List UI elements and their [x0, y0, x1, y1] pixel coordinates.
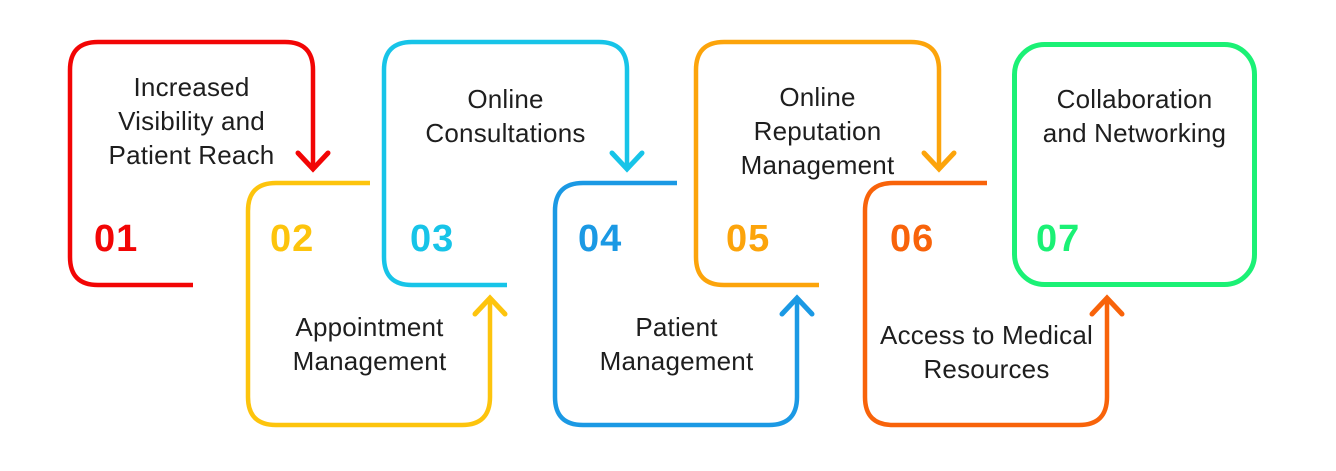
- label-line: Access to Medical: [880, 320, 1093, 350]
- arrow-up-icon: [779, 294, 815, 317]
- step-03-number: 03: [410, 218, 455, 260]
- label-line: Patient: [635, 312, 718, 342]
- step-04-box-path: [552, 180, 800, 428]
- step-04-outline: [552, 180, 815, 428]
- label-line: Online: [779, 82, 856, 112]
- label-line: Online: [467, 84, 544, 114]
- label-line: Management: [740, 150, 895, 180]
- step-06-box-path: [862, 180, 1110, 428]
- arrow-up-icon: [1089, 294, 1125, 317]
- step-05-outline: [693, 39, 957, 288]
- step-01-label: Increased Visibility and Patient Reach: [70, 70, 313, 172]
- step-03-box-path: [381, 39, 630, 288]
- label-line: Management: [292, 346, 447, 376]
- step-07-outline: [1012, 42, 1257, 287]
- step-05-number: 05: [726, 218, 771, 260]
- step-03-outline: [381, 39, 645, 288]
- arrow-down-icon: [609, 150, 645, 173]
- step-07-number: 07: [1036, 218, 1081, 260]
- arrow-down-icon: [921, 150, 957, 173]
- label-line: Patient Reach: [108, 140, 275, 170]
- step-01-box-path: [67, 39, 316, 288]
- step-01-outline: [67, 39, 331, 288]
- label-line: Management: [599, 346, 754, 376]
- step-05-label: Online Reputation Management: [696, 80, 939, 182]
- step-06-outline: [862, 180, 1125, 428]
- step-04-number: 04: [578, 218, 623, 260]
- label-line: Appointment: [295, 312, 444, 342]
- label-line: Consultations: [425, 118, 586, 148]
- step-02-box-path: [245, 180, 493, 428]
- step-07-label: Collaboration and Networking: [1014, 82, 1255, 150]
- arrow-up-icon: [472, 294, 508, 317]
- step-01-number: 01: [94, 218, 139, 260]
- step-04-label: Patient Management: [555, 310, 798, 378]
- step-06-number: 06: [890, 218, 935, 260]
- step-03-label: Online Consultations: [384, 82, 627, 150]
- label-line: Reputation: [753, 116, 882, 146]
- arrow-down-icon: [295, 150, 331, 173]
- label-line: Increased: [133, 72, 250, 102]
- step-02-number: 02: [270, 218, 315, 260]
- label-line: Resources: [923, 354, 1050, 384]
- label-line: Collaboration: [1056, 84, 1213, 114]
- step-02-outline: [245, 180, 508, 428]
- step-02-label: Appointment Management: [248, 310, 491, 378]
- step-06-label: Access to Medical Resources: [865, 318, 1108, 386]
- label-line: and Networking: [1042, 118, 1227, 148]
- step-05-box-path: [693, 39, 942, 288]
- step-07-box-path: [1012, 42, 1257, 287]
- label-line: Visibility and: [118, 106, 265, 136]
